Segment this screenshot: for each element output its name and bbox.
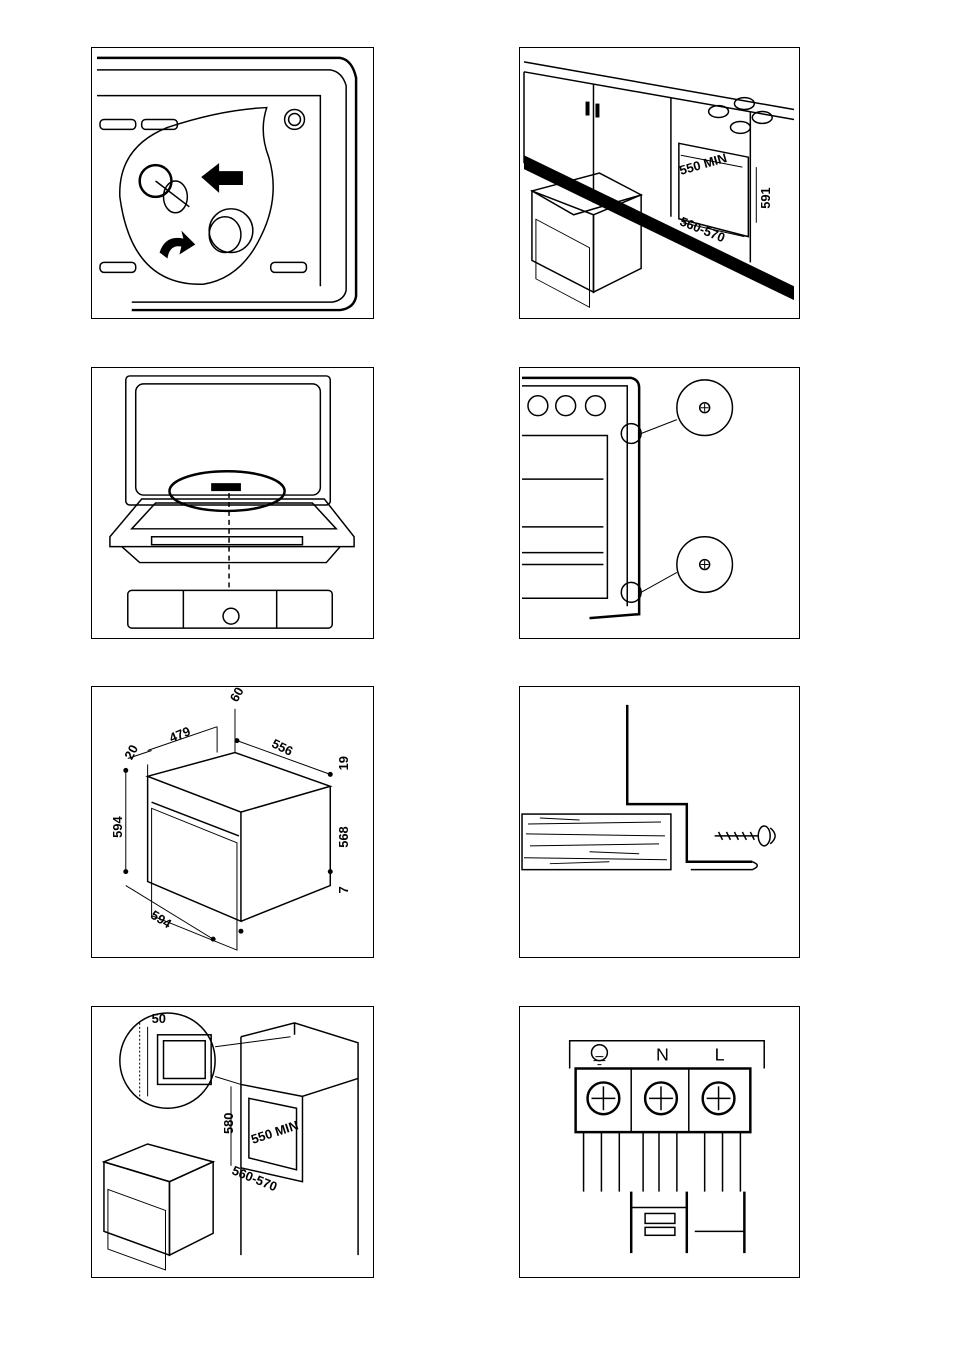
terminal-live-label: L — [715, 1045, 725, 1065]
label-d594h: 594 — [110, 816, 125, 838]
panel-oven-dimensions: 60 479 20 556 19 594 568 7 594 — [91, 686, 374, 958]
label-d568: 568 — [336, 826, 351, 848]
terminal-block-illustration: N L — [568, 1040, 765, 1254]
panel-terminal-block: N L — [519, 1006, 800, 1278]
terminal-neutral-label: N — [656, 1045, 669, 1065]
panel-door-detail — [91, 367, 374, 639]
door-detail-illustration — [109, 375, 355, 629]
label-width-column: 560-570 — [230, 1163, 279, 1195]
label-d50: 50 — [152, 1011, 166, 1026]
panel-lamp-replacement — [91, 47, 374, 319]
panel-column-installation: 50 580 550 MIN 560-570 — [91, 1006, 374, 1278]
mounting-bracket-illustration — [521, 704, 776, 871]
label-min-depth: 550 MIN — [678, 150, 729, 178]
label-d479: 479 — [167, 723, 193, 745]
fixing-screws-illustration — [522, 376, 734, 620]
label-d580: 580 — [221, 1113, 236, 1135]
kitchen-installation-illustration: 550 MIN 591 560-570 — [523, 61, 795, 309]
label-d60: 60 — [227, 687, 247, 704]
label-height: 591 — [758, 187, 773, 209]
column-installation-illustration: 50 580 550 MIN 560-570 — [101, 1011, 359, 1271]
panel-fixing-screws — [519, 367, 800, 639]
label-d7: 7 — [336, 886, 351, 893]
label-d19: 19 — [336, 756, 351, 770]
oven-dimensions-illustration: 60 479 20 556 19 594 568 7 594 — [110, 687, 351, 951]
label-d20: 20 — [121, 742, 141, 762]
lamp-replacement-illustration — [97, 56, 358, 312]
label-min-depth-column: 550 MIN — [249, 1118, 300, 1147]
panel-kitchen-installation: 550 MIN 591 560-570 — [519, 47, 800, 319]
label-d556: 556 — [269, 736, 295, 759]
panel-mounting-bracket — [519, 686, 800, 958]
